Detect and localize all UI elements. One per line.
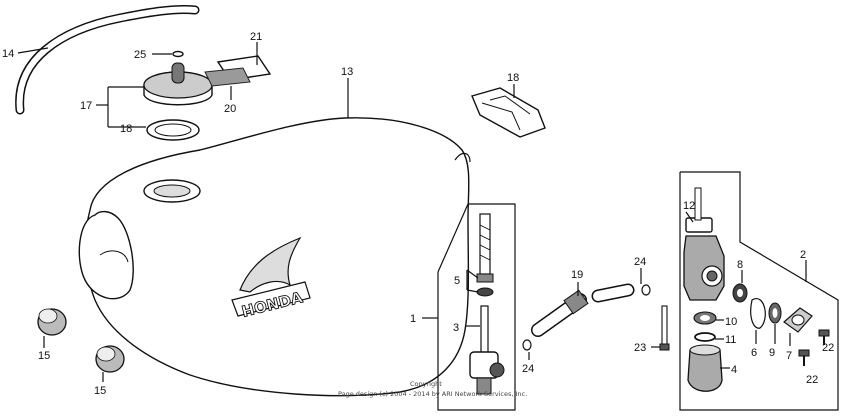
label-24a: 24 bbox=[634, 256, 646, 268]
clip-24-lower-part bbox=[522, 339, 532, 351]
cap-plate-20-part bbox=[204, 67, 251, 87]
fuel-hose-part bbox=[15, 5, 200, 115]
label-13: 13 bbox=[341, 66, 353, 78]
bracket-cover-part bbox=[471, 87, 546, 138]
cushion-upper-part bbox=[37, 308, 67, 336]
label-24b: 24 bbox=[522, 363, 534, 375]
label-5: 5 bbox=[454, 275, 460, 287]
group-1-outline bbox=[437, 203, 516, 411]
screw-23-part bbox=[659, 305, 670, 351]
label-18a: 18 bbox=[120, 123, 132, 135]
group-1-outline-diag bbox=[437, 203, 469, 273]
label-18b: 18 bbox=[507, 72, 519, 84]
label-7: 7 bbox=[786, 350, 792, 362]
fuel-pipe-part bbox=[480, 305, 489, 355]
label-22b: 22 bbox=[806, 374, 818, 386]
label-19: 19 bbox=[571, 269, 583, 281]
label-2: 2 bbox=[800, 249, 806, 261]
label-15a: 15 bbox=[38, 350, 50, 362]
label-8: 8 bbox=[737, 259, 743, 271]
clip-part bbox=[172, 50, 184, 58]
label-17: 17 bbox=[80, 100, 92, 112]
packing-6-part bbox=[750, 297, 766, 329]
label-6: 6 bbox=[751, 347, 757, 359]
gasket-8-part bbox=[732, 283, 748, 303]
group-2-outline bbox=[679, 171, 839, 411]
label-11: 11 bbox=[725, 334, 736, 346]
plate-7-part bbox=[783, 307, 813, 333]
clip-24-upper-part bbox=[641, 284, 651, 296]
leader-5a bbox=[466, 269, 479, 279]
screw-22-lower-part bbox=[798, 349, 810, 366]
fuel-cup-4-part bbox=[687, 344, 723, 392]
cushion-lower-part bbox=[95, 345, 125, 373]
label-25: 25 bbox=[134, 49, 146, 61]
cap-gasket-part bbox=[146, 119, 200, 141]
label-14: 14 bbox=[2, 48, 14, 60]
filter-screen-10-part bbox=[693, 311, 717, 325]
label-10: 10 bbox=[725, 316, 737, 328]
fuel-tank-part: HONDA bbox=[78, 117, 471, 397]
screw-22-upper-part bbox=[818, 329, 830, 345]
label-21: 21 bbox=[250, 31, 262, 43]
label-1: 1 bbox=[410, 313, 416, 325]
label-12: 12 bbox=[683, 200, 695, 212]
leader-12 bbox=[685, 211, 694, 223]
gasket-9-part bbox=[768, 302, 782, 324]
fuel-cock-valve-body-part bbox=[683, 235, 725, 301]
label-15b: 15 bbox=[94, 385, 106, 397]
label-9: 9 bbox=[769, 347, 775, 359]
fuel-strainer-part bbox=[476, 213, 494, 297]
fuel-cock-body-part bbox=[469, 351, 505, 395]
o-ring-11-part bbox=[694, 332, 716, 342]
fuel-tube-part bbox=[531, 283, 635, 337]
label-20: 20 bbox=[224, 103, 236, 115]
label-3: 3 bbox=[453, 322, 459, 334]
label-22a: 22 bbox=[822, 342, 834, 354]
copyright-line2: Page design (c) 2004 - 2014 by ARI Netwo… bbox=[338, 390, 527, 398]
leader-5b bbox=[466, 289, 479, 293]
fuel-cap-part bbox=[143, 62, 213, 106]
leader-14 bbox=[17, 47, 49, 54]
label-4: 4 bbox=[731, 364, 737, 376]
copyright-line1: Copyright bbox=[410, 380, 442, 388]
label-23: 23 bbox=[634, 342, 646, 354]
